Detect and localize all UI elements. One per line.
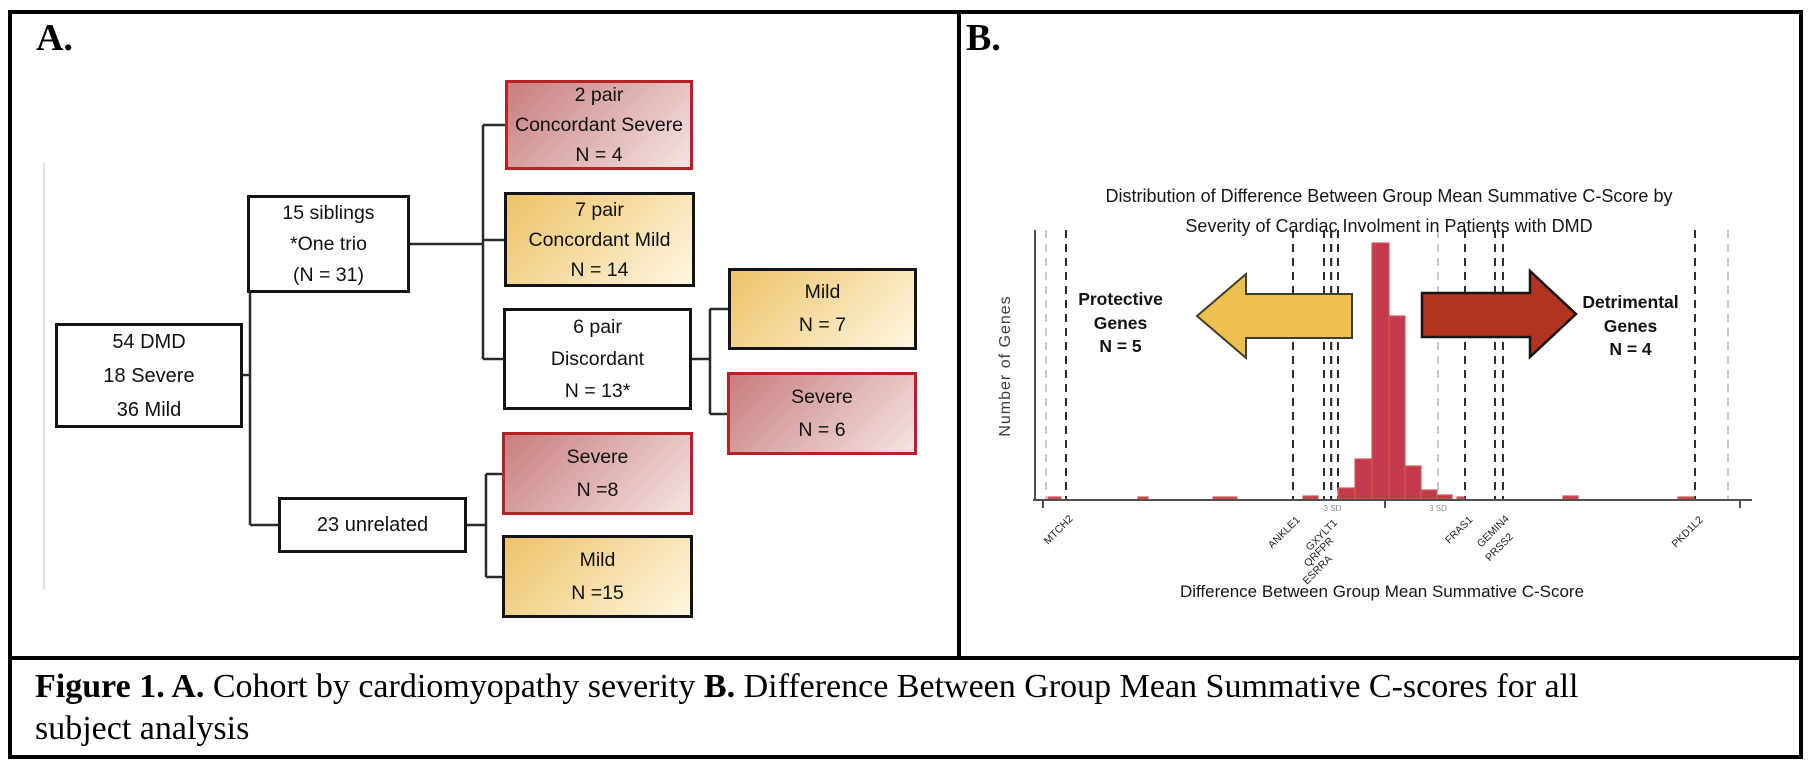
flowchart-box-concordant-mild: 7 pair Concordant Mild N = 14 [504, 192, 695, 287]
caption-line-2: subject analysis [35, 710, 250, 747]
box-line: Mild [579, 548, 616, 571]
detrimental-arrow [1420, 268, 1578, 360]
caption-line: Genes [1093, 312, 1148, 333]
histogram-bar [1371, 242, 1390, 500]
flowchart-box-siblings: 15 siblings *One trio (N = 31) [247, 195, 410, 293]
caption-text: Difference Between Group Mean Summative … [735, 668, 1579, 705]
box-line: *One trio [290, 232, 367, 255]
box-line: 18 Severe [103, 364, 195, 387]
protective-genes-caption: Protective Genes N = 5 [1038, 288, 1203, 359]
histogram-bar [1047, 496, 1062, 500]
caption-text: Cohort by cardiomyopathy severity [204, 668, 704, 705]
flowchart-box-discordant-mild: Mild N = 7 [728, 268, 917, 350]
chart-title-line1: Distribution of Difference Between Group… [1105, 186, 1673, 206]
box-line: Severe [791, 385, 853, 408]
histogram-bar [1212, 496, 1238, 500]
chart-title-line2: Severity of Cardiac Involment in Patient… [1185, 216, 1593, 236]
flowchart-box-concordant-severe: 2 pair Concordant Severe N = 4 [505, 80, 693, 170]
histogram-bar [1337, 487, 1356, 500]
caption-line: Detrimental [1582, 292, 1679, 312]
caption-figure-number: Figure 1. A. [35, 668, 205, 705]
histogram-bar [1137, 496, 1149, 500]
panel-b-label: B. [966, 17, 1001, 59]
flowchart-box-cohort: 54 DMD 18 Severe 36 Mild [55, 323, 243, 428]
x-axis-label: Difference Between Group Mean Summative … [1179, 582, 1585, 601]
box-line: 23 unrelated [316, 514, 429, 536]
box-line: Severe [566, 445, 629, 468]
box-line: N = 14 [570, 258, 629, 281]
histogram-bar [1677, 496, 1695, 500]
histogram-bar [1354, 458, 1373, 500]
caption-line: N = 4 [1609, 339, 1652, 359]
plus-3sd-label: 3 SD [1429, 504, 1447, 513]
box-line: N =8 [576, 478, 619, 501]
box-line: Discordant [550, 348, 645, 370]
protective-arrow [1195, 271, 1353, 361]
minus-3sd-label: -3 SD [1320, 504, 1342, 513]
box-line: Mild [804, 281, 841, 303]
box-line: 54 DMD [112, 330, 186, 353]
histogram-bar [1388, 315, 1406, 500]
histogram-bar [1436, 494, 1453, 500]
box-line: 7 pair [575, 198, 624, 221]
flowchart-box-unrelated-mild: Mild N =15 [502, 535, 693, 618]
box-line: N = 13* [564, 380, 631, 402]
box-line: 6 pair [573, 316, 622, 338]
flowchart-box-unrelated: 23 unrelated [278, 497, 467, 553]
box-line: N = 7 [798, 314, 847, 336]
histogram-bar [1456, 496, 1465, 500]
caption-panel-b-ref: B. [703, 668, 736, 705]
box-line: N = 6 [798, 418, 846, 441]
box-line: 36 Mild [116, 398, 182, 421]
box-line: Concordant Severe [514, 114, 684, 136]
flowchart-box-unrelated-severe: Severe N =8 [502, 432, 693, 515]
y-axis-label: Number of Genes [997, 295, 1014, 437]
histogram-bar [1404, 465, 1422, 500]
flowchart-box-discordant: 6 pair Discordant N = 13* [503, 308, 692, 410]
caption-line: Genes [1603, 315, 1658, 336]
figure-caption: Figure 1. A. Cohort by cardiomyopathy se… [35, 666, 1792, 750]
box-line: N = 4 [575, 144, 623, 166]
caption-line: Protective [1078, 289, 1163, 309]
box-line: N =15 [571, 581, 624, 604]
histogram-bar [1562, 495, 1579, 500]
panel-divider-vertical [957, 10, 961, 660]
box-line: 15 siblings [282, 201, 375, 224]
histogram-bar [1420, 489, 1438, 500]
histogram-bar [1302, 495, 1319, 500]
box-line: (N = 31) [293, 263, 364, 286]
caption-line: N = 5 [1099, 336, 1142, 356]
box-line: 2 pair [574, 84, 624, 106]
flowchart-box-discordant-severe: Severe N = 6 [727, 372, 917, 455]
panel-a-label: A. [36, 17, 73, 59]
detrimental-genes-caption: Detrimental Genes N = 4 [1548, 291, 1713, 362]
caption-line-1: Figure 1. A. Cohort by cardiomyopathy se… [35, 666, 1792, 708]
box-line: Concordant Mild [528, 228, 671, 251]
caption-divider-horizontal [8, 656, 1803, 660]
